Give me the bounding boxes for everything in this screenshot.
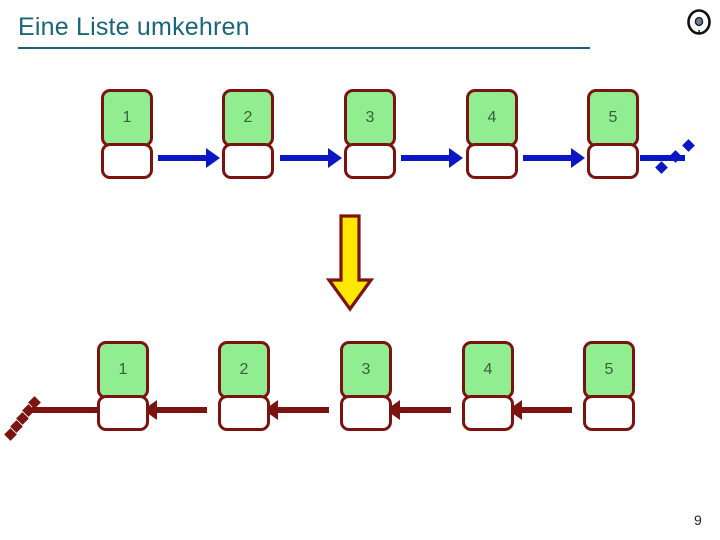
forward-arrow-3-to-4	[401, 148, 463, 168]
node-value: 5	[587, 89, 639, 147]
node-value: 2	[222, 89, 274, 147]
list-node[interactable]: 1	[101, 89, 153, 179]
null-terminator-stem-row2	[32, 407, 97, 413]
node-value: 4	[466, 89, 518, 147]
node-next-pointer	[101, 143, 153, 179]
backward-arrow-3-to-2	[264, 400, 329, 420]
list-node[interactable]: 1	[97, 341, 149, 431]
list-node[interactable]: 5	[583, 341, 635, 431]
list-node[interactable]: 3	[340, 341, 392, 431]
forward-arrow-1-to-2	[158, 148, 220, 168]
node-value: 2	[218, 341, 270, 399]
node-next-pointer	[583, 395, 635, 431]
backward-arrow-5-to-4	[508, 400, 572, 420]
node-value: 3	[340, 341, 392, 399]
list-node[interactable]: 2	[222, 89, 274, 179]
backward-arrow-4-to-3	[386, 400, 451, 420]
page-title: Eine Liste umkehren	[18, 13, 250, 41]
page-number: 9	[694, 512, 702, 528]
null-terminator-diamond-row1-a	[655, 161, 668, 174]
list-node[interactable]: 5	[587, 89, 639, 179]
node-next-pointer	[462, 395, 514, 431]
list-node[interactable]: 3	[344, 89, 396, 179]
node-next-pointer	[222, 143, 274, 179]
node-value: 1	[97, 341, 149, 399]
node-next-pointer	[97, 395, 149, 431]
node-next-pointer	[466, 143, 518, 179]
node-value: 1	[101, 89, 153, 147]
reverse-operation-arrow	[325, 214, 375, 312]
compass-disc-logo-icon	[686, 9, 712, 35]
list-node[interactable]: 4	[466, 89, 518, 179]
forward-arrow-2-to-3	[280, 148, 342, 168]
node-next-pointer	[587, 143, 639, 179]
null-terminator-diamond-row1-c	[682, 139, 695, 152]
node-value: 5	[583, 341, 635, 399]
title-underline	[18, 47, 590, 49]
backward-arrow-2-to-1	[143, 400, 207, 420]
node-next-pointer	[218, 395, 270, 431]
null-terminator-stem-row1	[640, 155, 685, 161]
node-next-pointer	[344, 143, 396, 179]
forward-arrow-4-to-5	[523, 148, 585, 168]
list-node[interactable]: 4	[462, 341, 514, 431]
node-value: 4	[462, 341, 514, 399]
node-next-pointer	[340, 395, 392, 431]
list-node[interactable]: 2	[218, 341, 270, 431]
node-value: 3	[344, 89, 396, 147]
